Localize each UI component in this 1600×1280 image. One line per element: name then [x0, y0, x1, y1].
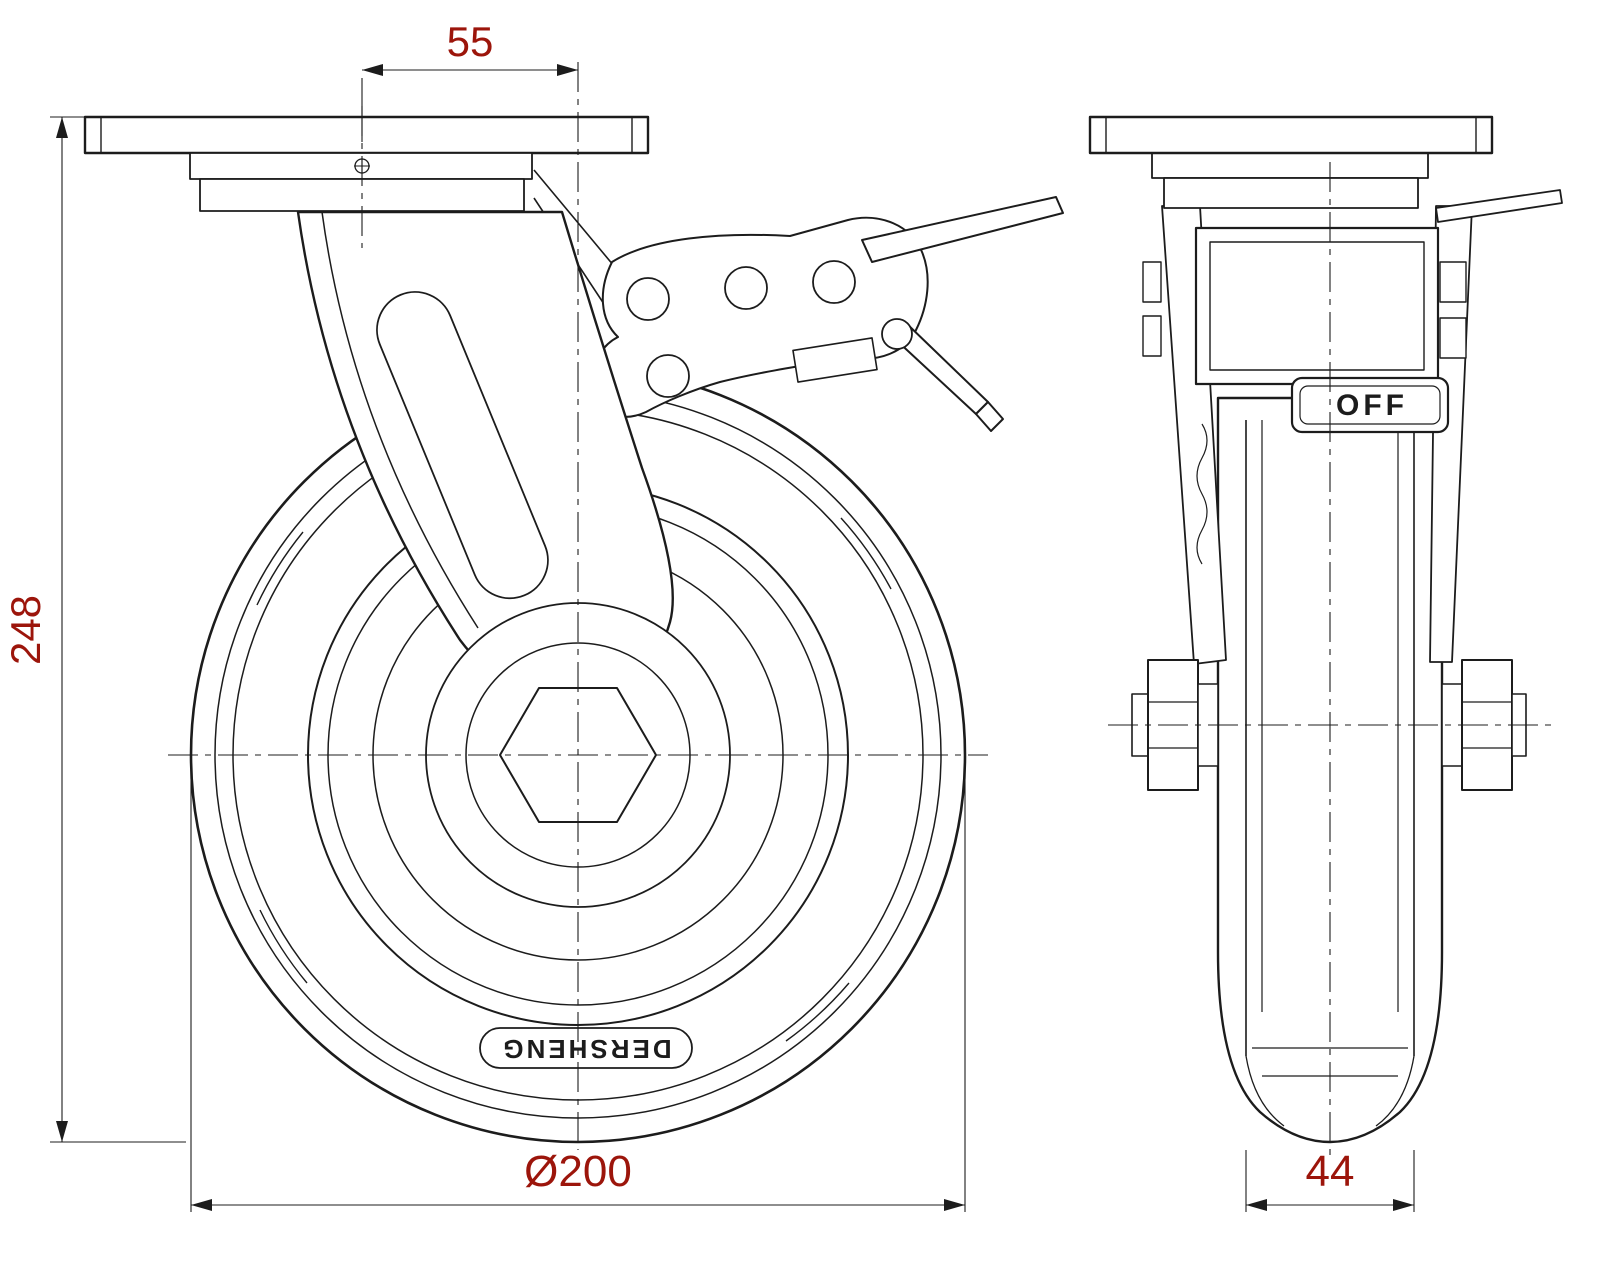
- brake-pedal: OFF: [1290, 376, 1450, 434]
- side-view: OFF: [1088, 115, 1563, 1144]
- dim-wheel-diameter: Ø200: [190, 770, 966, 1212]
- brake-pedal-label: OFF: [1336, 389, 1408, 422]
- brake-assembly: [533, 169, 1064, 432]
- mounting-plate-side: [1088, 115, 1494, 209]
- front-view: DERSHENG: [83, 115, 1064, 1144]
- dim-wheel-width: 44: [1245, 1147, 1415, 1212]
- svg-text:44: 44: [1306, 1147, 1355, 1196]
- brake-lever-arm: [861, 196, 1064, 263]
- drawing-root: DERSHENG: [2, 18, 1563, 1212]
- dimensions: 55 248 Ø200 44: [2, 18, 1415, 1212]
- brand-plate: DERSHENG: [479, 1027, 693, 1069]
- svg-text:55: 55: [447, 18, 494, 65]
- brake-housing-side: [1142, 189, 1563, 386]
- dim-overall-height: 248: [2, 116, 186, 1143]
- brand-label: DERSHENG: [500, 1034, 671, 1064]
- svg-text:248: 248: [2, 595, 49, 665]
- dim-swivel-offset: 55: [361, 18, 578, 142]
- axle-bolts: [1131, 659, 1527, 791]
- svg-text:Ø200: Ø200: [524, 1147, 632, 1196]
- mounting-plate-front: [83, 115, 650, 212]
- brake-lever-side: [1435, 189, 1563, 223]
